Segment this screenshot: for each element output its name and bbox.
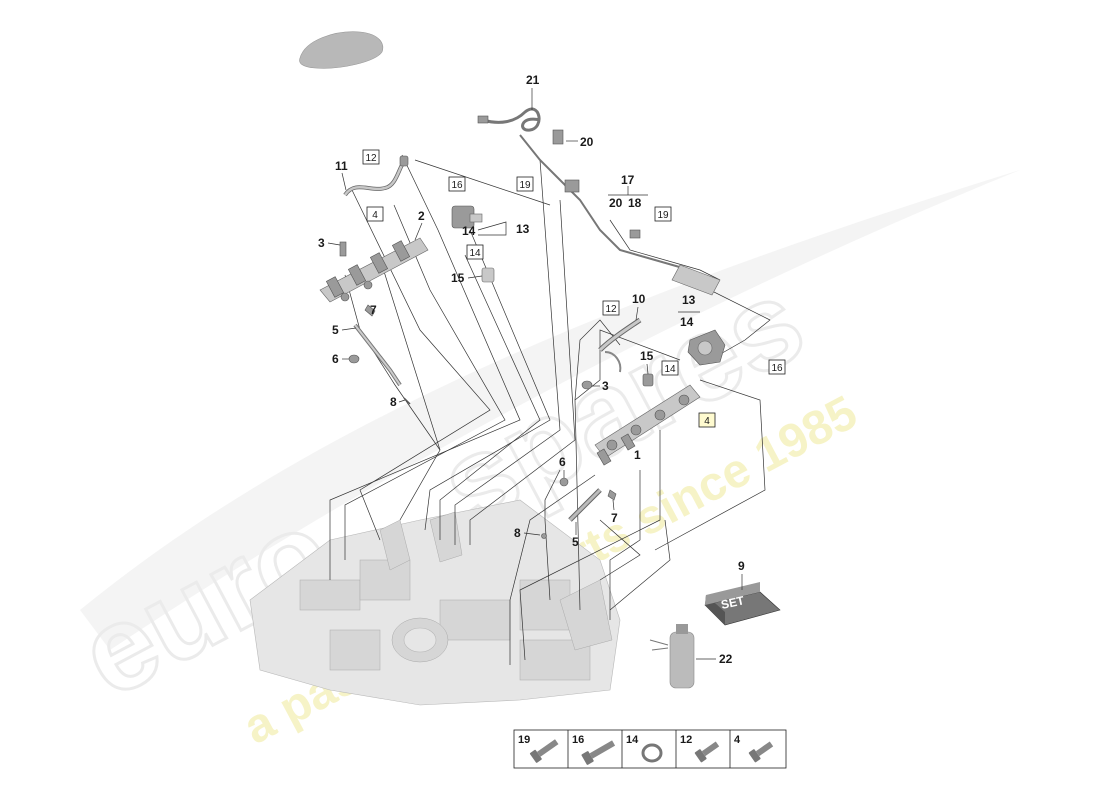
legend-cell-12: 12 (680, 734, 720, 763)
legend-cell-19: 19 (518, 734, 559, 763)
fastener-legend-table: 19 16 14 12 4 (513, 729, 787, 769)
callout-22: 22 (719, 652, 733, 666)
legend-ref-12: 12 (680, 734, 692, 746)
car-silhouette-icon (299, 31, 384, 69)
callout-7: 7 (370, 303, 377, 317)
callout-14b: 14 (680, 315, 694, 329)
callout-labels: 21 20 17 20 18 11 2 3 7 5 6 8 15 14 13 1… (318, 73, 745, 666)
boxed-ref-16: 16 (451, 180, 463, 191)
connection-lines (329, 154, 771, 665)
callout-1: 1 (634, 448, 641, 462)
callout-2: 2 (418, 209, 425, 223)
sealant-bottle (649, 624, 695, 689)
bolt-flanged-icon (529, 739, 559, 763)
callout-3b: 3 (602, 379, 609, 393)
fuel-line-left (343, 155, 409, 197)
callout-8b: 8 (514, 526, 521, 540)
callout-13b: 13 (682, 293, 696, 307)
callout-5b: 5 (572, 535, 579, 549)
legend-ref-4: 4 (734, 734, 741, 746)
injector-left (353, 323, 402, 387)
legend-cell-4: 4 (734, 734, 774, 763)
seal-left (348, 354, 360, 364)
legend-cell-16: 16 (572, 734, 616, 765)
sensor-left (339, 241, 347, 257)
fuel-rail-right (594, 384, 701, 466)
boxed-ref-19b: 19 (657, 210, 669, 221)
callout-6b: 6 (559, 455, 566, 469)
bolt-small-icon (748, 741, 774, 763)
boxed-ref-14: 14 (469, 248, 481, 259)
callout-20b: 20 (609, 196, 623, 210)
bushing-right (642, 373, 654, 387)
callout-13: 13 (516, 222, 530, 236)
callout-9: 9 (738, 559, 745, 573)
sensor-harness-top (477, 107, 721, 296)
callout-14: 14 (462, 224, 476, 238)
callout-3: 3 (318, 236, 325, 250)
callout-11: 11 (335, 159, 348, 173)
fuel-rail-left (319, 237, 429, 303)
callout-21: 21 (526, 73, 540, 87)
boxed-ref-12: 12 (365, 153, 377, 164)
bolt-long-icon (581, 740, 616, 765)
hp-pump-upper (451, 205, 495, 283)
set-kit-box: SET (704, 582, 781, 626)
legend-ref-19: 19 (518, 734, 530, 746)
boxed-ref-4: 4 (372, 210, 378, 221)
retainer-left (403, 397, 411, 405)
boxed-references: 12 4 16 19 14 19 12 14 16 4 (362, 149, 786, 428)
callout-18: 18 (628, 196, 642, 210)
callout-7b: 7 (611, 511, 618, 525)
callout-6: 6 (332, 352, 339, 366)
boxed-ref-4b: 4 (704, 416, 710, 427)
boxed-ref-16b: 16 (771, 363, 783, 374)
callout-10: 10 (632, 292, 646, 306)
callout-17: 17 (621, 173, 635, 187)
boxed-ref-14b: 14 (664, 364, 676, 375)
set-kit-label: SET (720, 593, 746, 612)
injector-right (541, 477, 617, 539)
legend-ref-14: 14 (626, 734, 639, 746)
callout-8: 8 (390, 395, 397, 409)
legend-ref-16: 16 (572, 734, 584, 746)
boxed-ref-19: 19 (519, 180, 531, 191)
callout-15: 15 (451, 271, 465, 285)
engine-block (249, 499, 621, 706)
callout-15b: 15 (640, 349, 654, 363)
boxed-ref-12b: 12 (605, 304, 617, 315)
clip-left (364, 304, 376, 317)
legend-cell-14: 14 (626, 734, 663, 763)
fuel-line-right (598, 317, 642, 373)
sensor-right (581, 380, 593, 390)
seal-ring-icon (641, 743, 663, 763)
bolt-short-icon (694, 741, 720, 763)
callout-5: 5 (332, 323, 339, 337)
callout-20: 20 (580, 135, 594, 149)
hp-pump-right (687, 329, 726, 366)
